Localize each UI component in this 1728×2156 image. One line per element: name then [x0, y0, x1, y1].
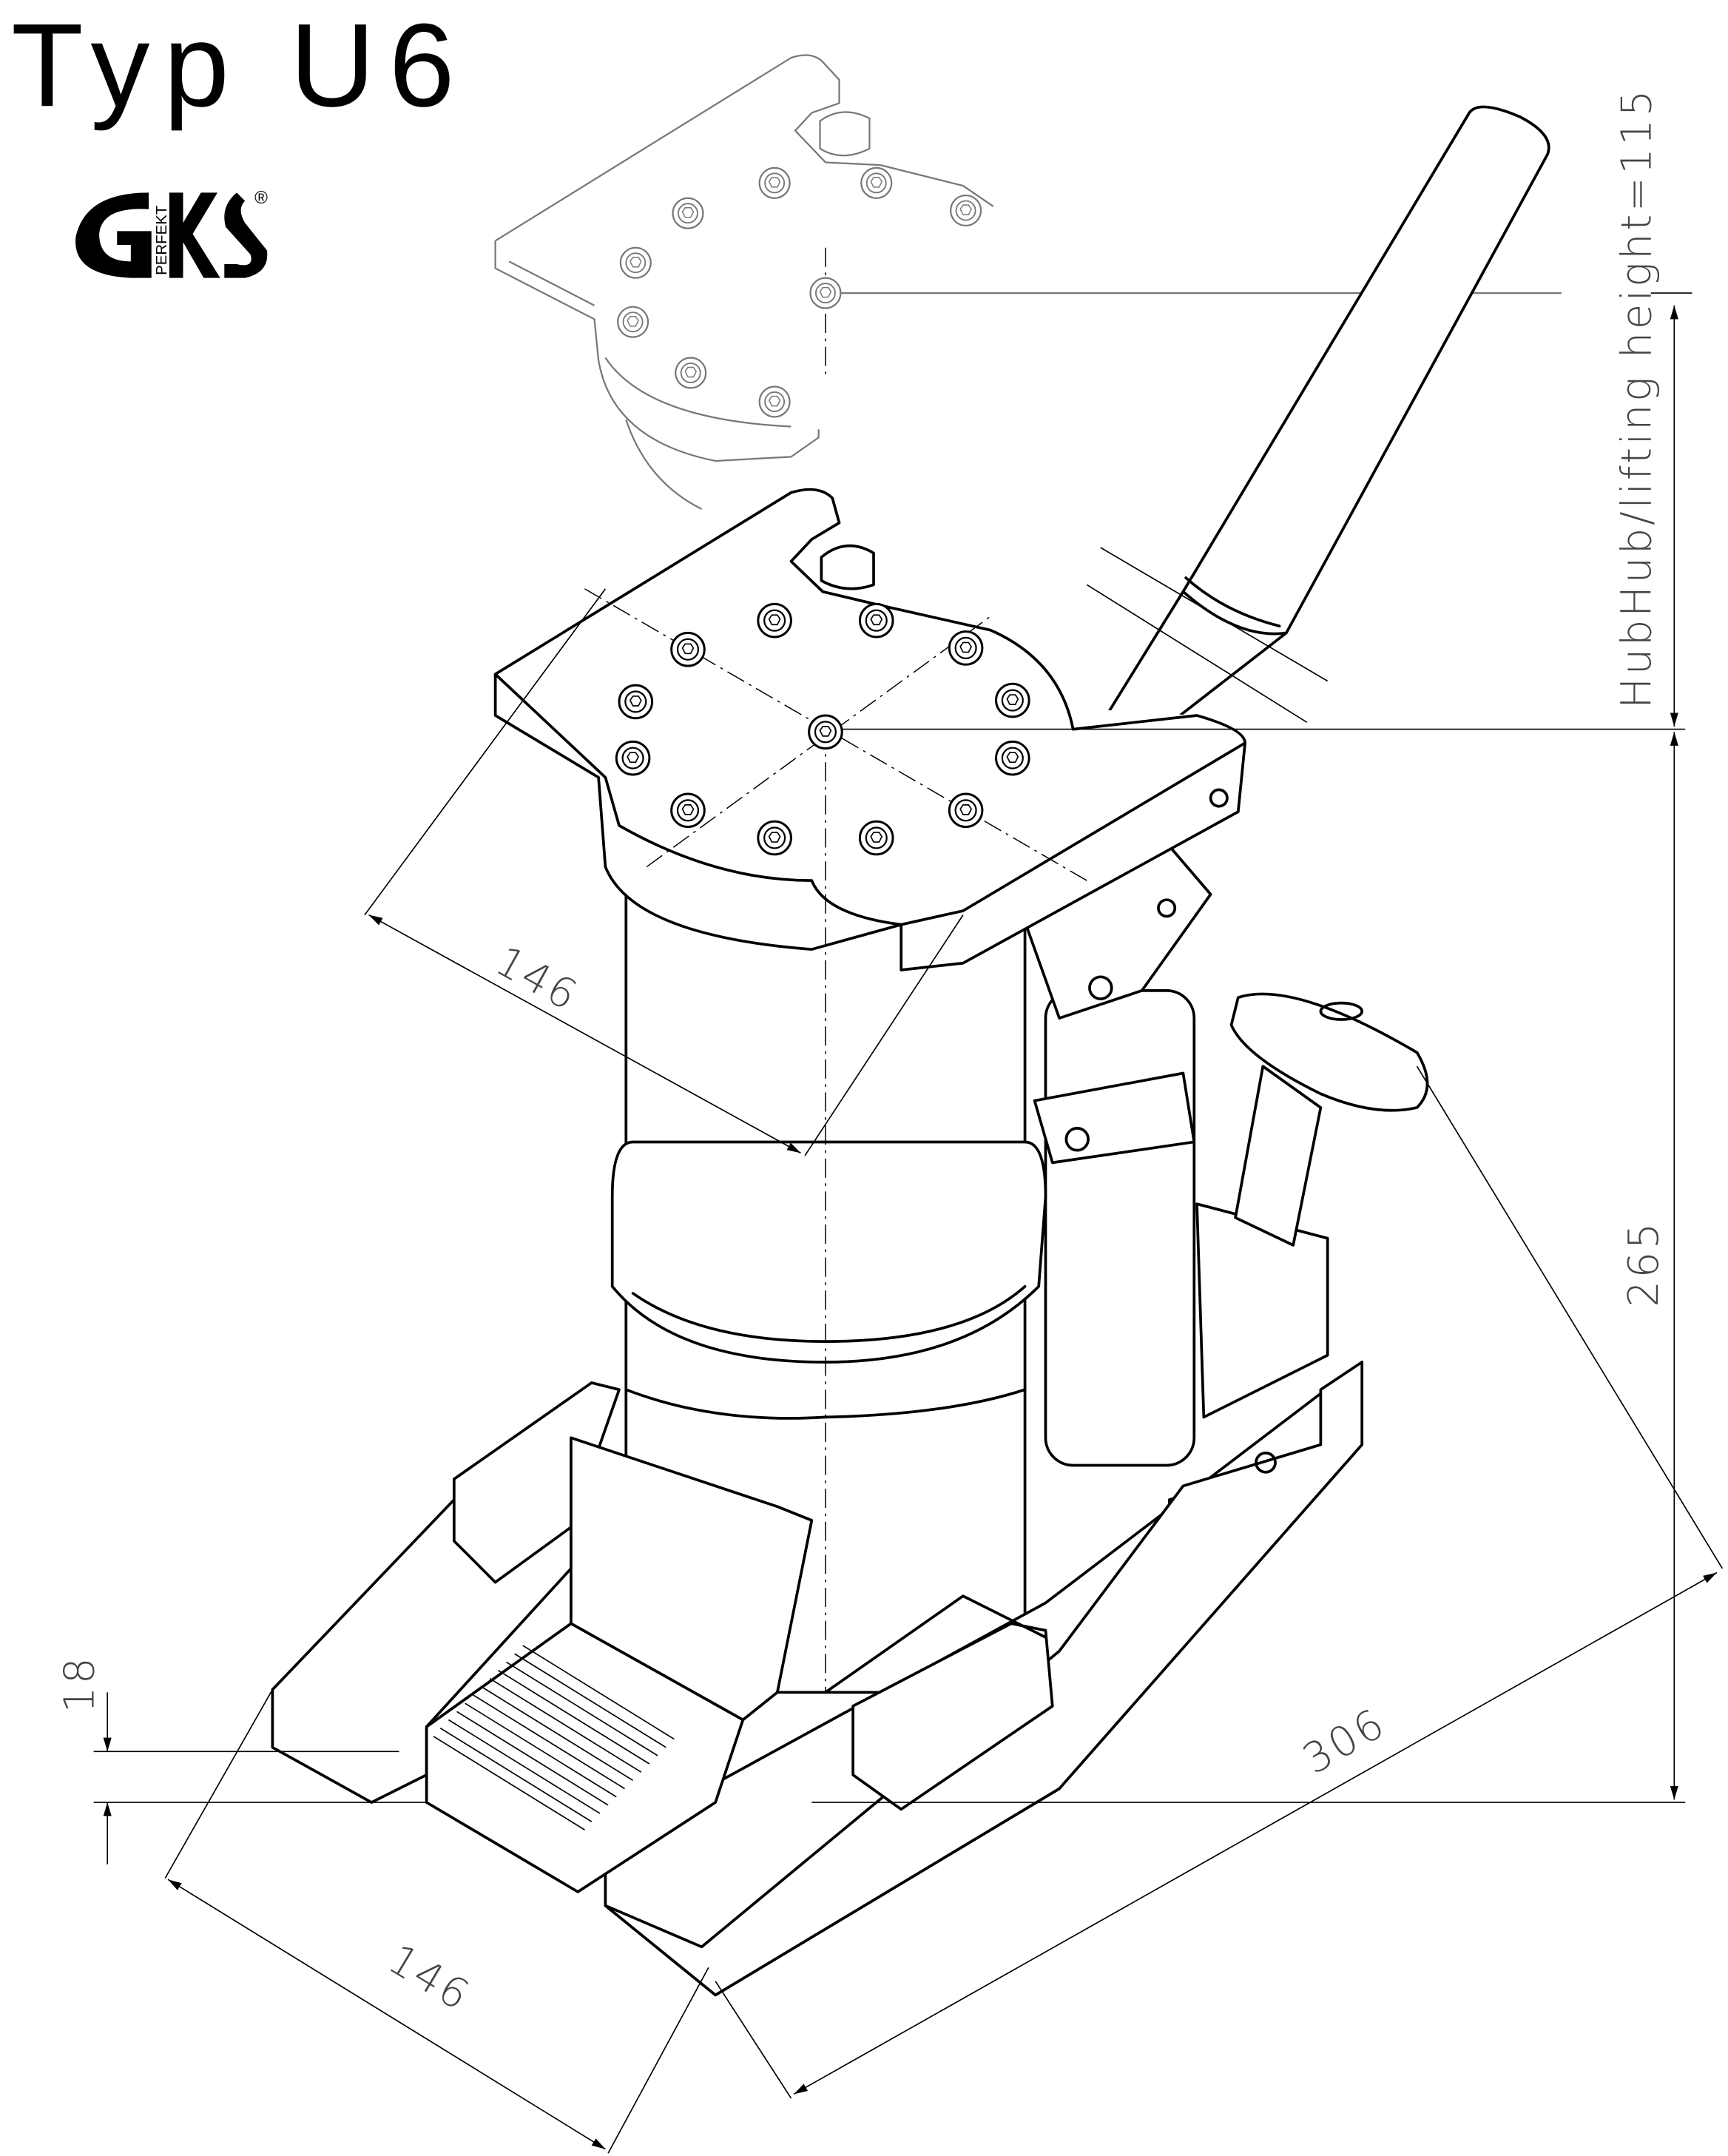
plate-width-label: 146 — [487, 937, 587, 1021]
height-label: 265 — [1620, 1220, 1668, 1307]
title: Typ U6 — [11, 0, 468, 131]
lifting-height-label: HubHub/lifting height=115 — [1613, 87, 1661, 709]
base-length-label: 306 — [1295, 1699, 1394, 1784]
pump-cylinder — [1023, 844, 1212, 1467]
logo-subtext: PERFEKT — [153, 205, 170, 275]
foot-grip-ridges — [433, 1645, 675, 1830]
dimension-foot-height: 18 — [56, 1655, 427, 1864]
logo-registered: ® — [254, 188, 268, 208]
foot-height-label: 18 — [56, 1655, 104, 1713]
raised-plate-ghost — [494, 54, 1562, 511]
release-knob — [1195, 992, 1429, 1419]
gks-logo: PERFEKT ® — [75, 188, 268, 278]
dimension-lifting-height: HubHub/lifting height=115 — [1613, 87, 1692, 727]
base-width-label: 146 — [380, 1936, 479, 2021]
pump-handle — [1086, 105, 1550, 750]
